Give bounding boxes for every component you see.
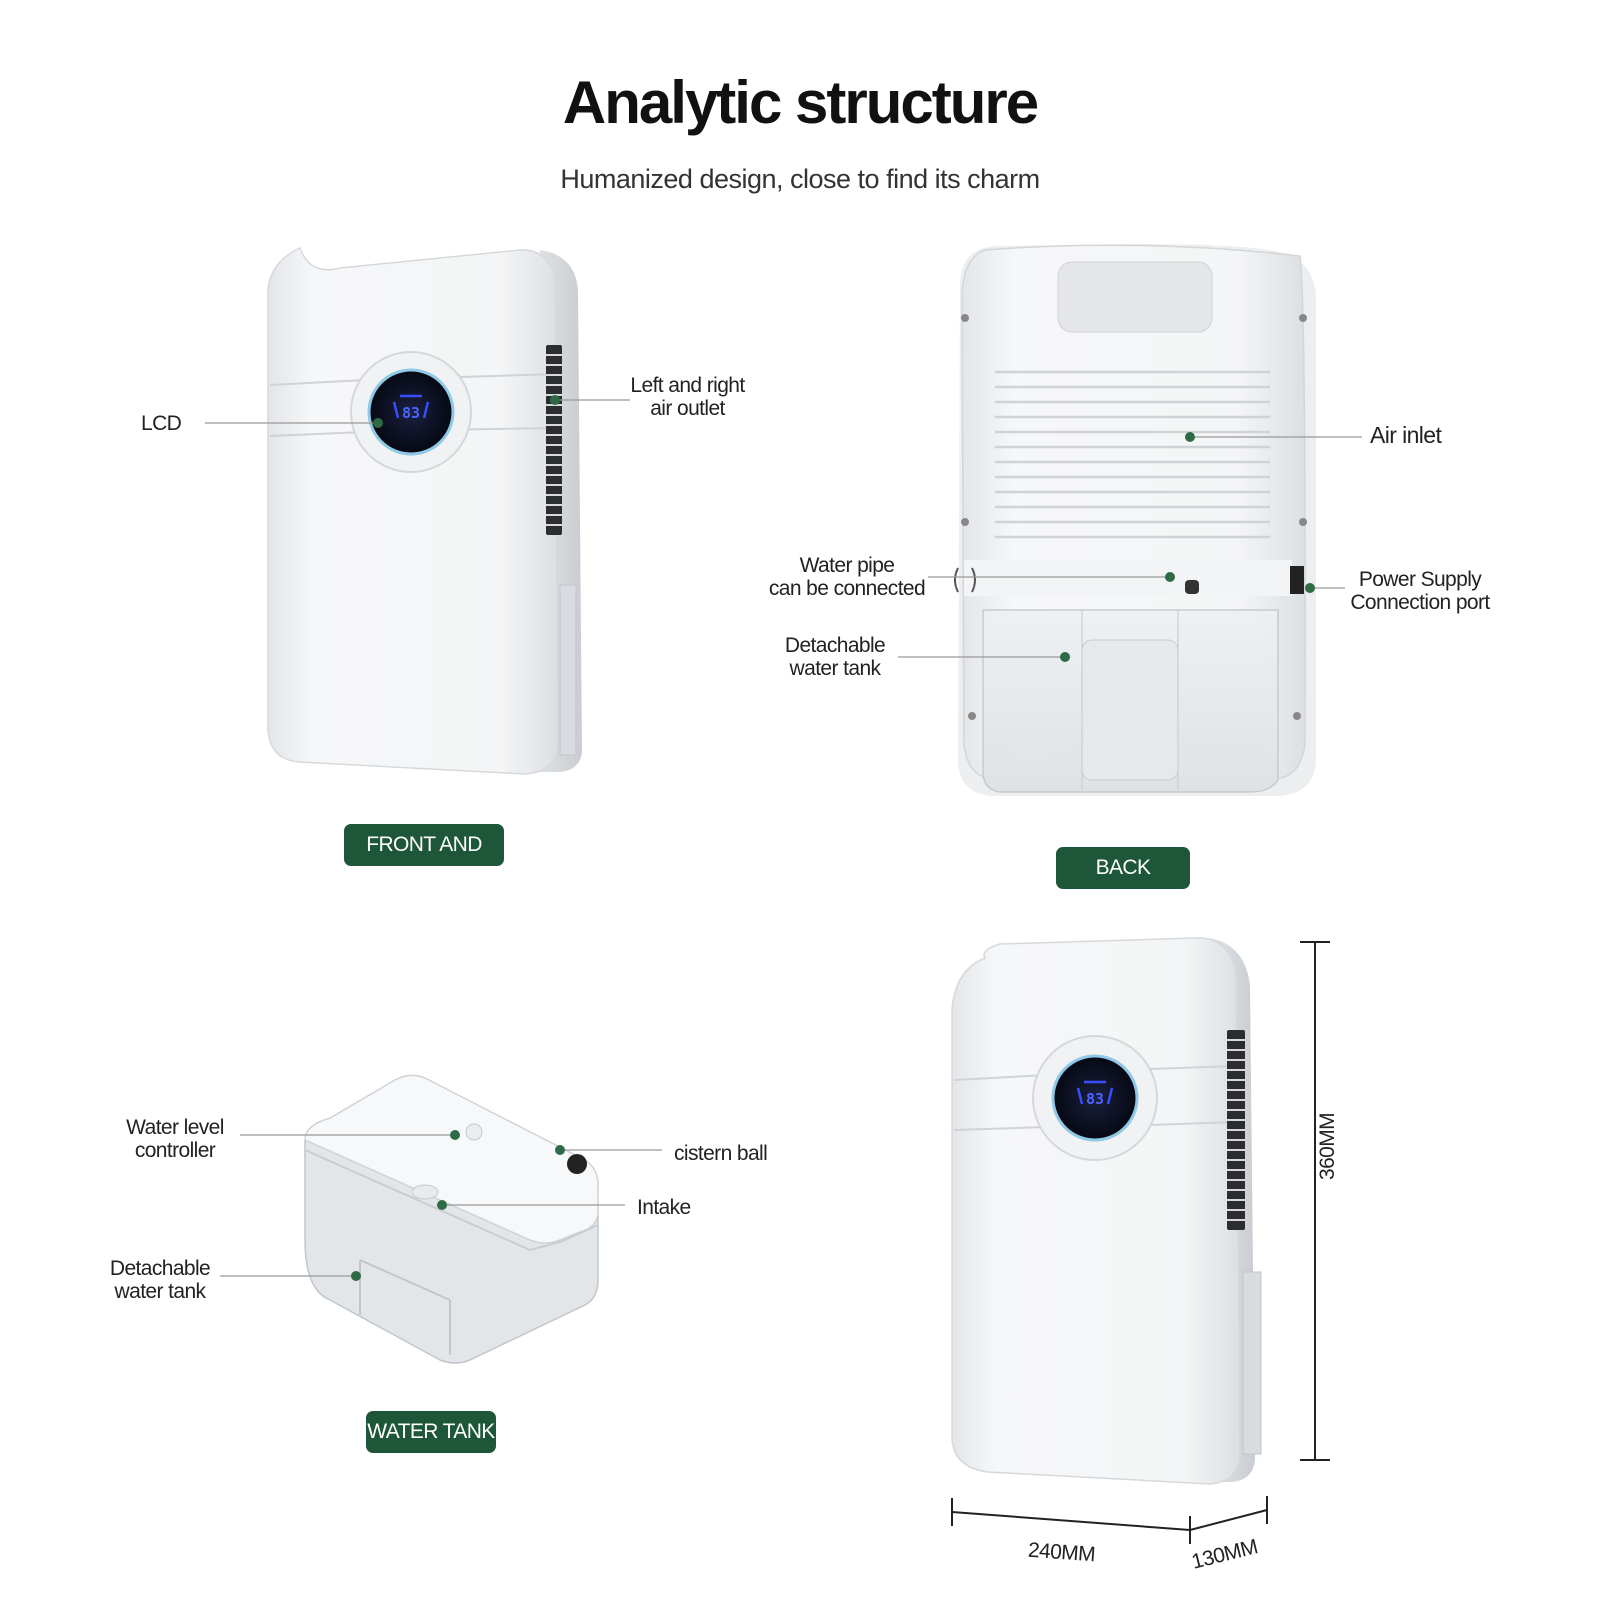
- water-level-label-line2: controller: [134, 1139, 216, 1162]
- lcd-label: LCD: [141, 412, 182, 435]
- water-tank-badge: WATER TANK: [366, 1411, 496, 1453]
- back-tank-label-line2: water tank: [789, 657, 881, 680]
- intake-label: Intake: [637, 1196, 691, 1219]
- back-tank-label: Detachable water tank: [775, 634, 895, 680]
- dimension-lines: [951, 941, 1330, 1544]
- water-pipe-marker-dot: [1165, 572, 1175, 582]
- cistern-ball-label: cistern ball: [674, 1142, 768, 1165]
- water-level-label-line1: Water level: [126, 1116, 224, 1139]
- power-port-label-line2: Connection port: [1350, 591, 1490, 614]
- dimension-unit: 83: [951, 937, 1262, 1485]
- water-pipe-label: Water pipe can be connected: [762, 554, 932, 600]
- air-inlet-marker-dot: [1185, 432, 1195, 442]
- front-and-side-badge: FRONT AND SIDE: [344, 824, 504, 898]
- water-pipe-label-line1: Water pipe: [799, 554, 895, 577]
- air-outlet-label-line1: Left and right: [630, 374, 745, 397]
- water-pipe-label-line2: can be connected: [768, 577, 926, 600]
- intake-marker-dot: [437, 1200, 447, 1210]
- back-unit: [954, 244, 1316, 796]
- back-badge: BACK: [1056, 847, 1190, 889]
- cistern-ball-marker-dot: [555, 1145, 565, 1155]
- height-dimension-label: 360MM: [1316, 1112, 1339, 1180]
- air-outlet-label-line2: air outlet: [650, 397, 725, 420]
- front-side-unit: 83: [267, 246, 582, 775]
- back-tank-marker-dot: [1060, 652, 1070, 662]
- page-title: Analytic structure: [562, 69, 1039, 136]
- lcd-marker-dot: [373, 418, 383, 428]
- page-subtitle: Humanized design, close to find its char…: [560, 164, 1040, 194]
- power-port-label: Power Supply Connection port: [1340, 568, 1500, 614]
- air-outlet-marker-dot: [550, 395, 560, 405]
- water-tank-unit: [304, 1074, 599, 1364]
- dimension-lcd-digits: 83: [1086, 1090, 1104, 1108]
- width-dimension-label: 240MM: [1027, 1538, 1096, 1567]
- air-outlet-label: Left and right air outlet: [615, 374, 760, 420]
- tank-label: Detachable water tank: [100, 1257, 220, 1303]
- tank-marker-dot: [351, 1271, 361, 1281]
- water-level-label: Water level controller: [110, 1116, 240, 1162]
- tank-label-line2: water tank: [114, 1280, 206, 1303]
- tank-label-line1: Detachable: [109, 1257, 211, 1280]
- front-lcd-digits: 83: [402, 404, 420, 422]
- back-tank-label-line1: Detachable: [784, 634, 886, 657]
- power-port-marker-dot: [1305, 583, 1315, 593]
- water-level-marker-dot: [450, 1130, 460, 1140]
- air-inlet-label: Air inlet: [1370, 422, 1442, 448]
- power-port-label-line1: Power Supply: [1358, 568, 1482, 591]
